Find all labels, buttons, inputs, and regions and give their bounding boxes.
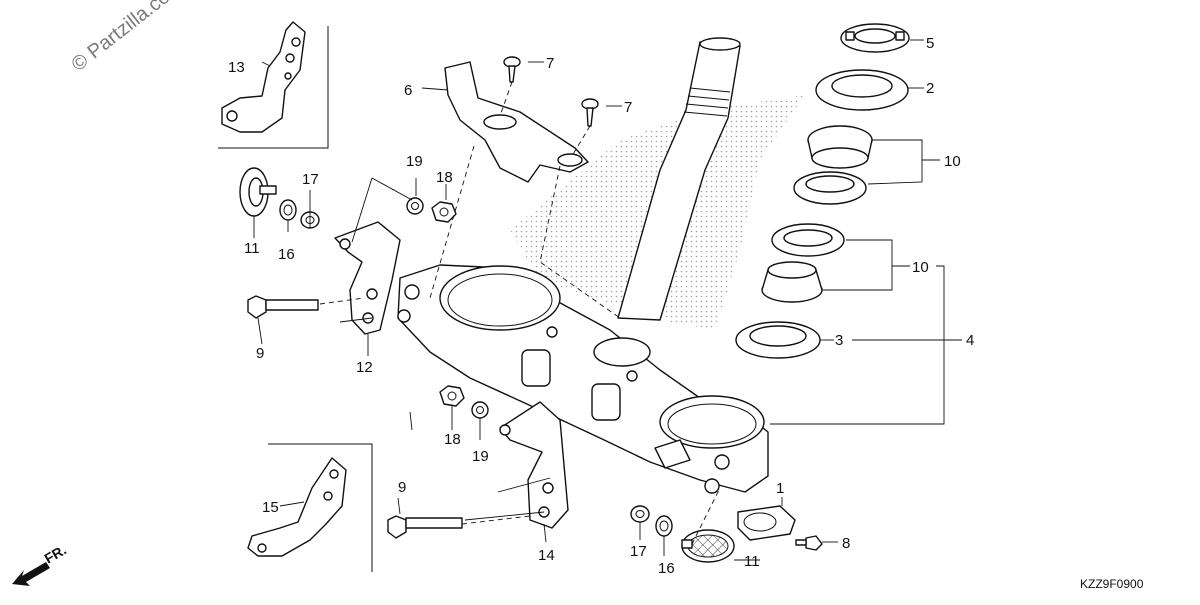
bracket-13 xyxy=(221,21,306,133)
collar-16-lower xyxy=(655,515,673,537)
callout-3: 3 xyxy=(835,332,843,349)
cover-6 xyxy=(444,61,589,183)
callout-labels: 1 2 3 4 5 6 7 7 8 9 9 10 10 11 11 12 13 … xyxy=(228,35,974,577)
nut-5 xyxy=(840,23,910,53)
callout-19b: 19 xyxy=(472,448,489,465)
bolt-9-lower xyxy=(387,515,463,539)
callout-7b: 7 xyxy=(624,99,632,116)
bottom-bridge xyxy=(397,264,769,494)
screw-7b xyxy=(581,98,599,127)
diagram-code: KZZ9F0900 xyxy=(1080,577,1144,591)
cap-11-lower xyxy=(681,529,735,563)
callout-11a: 11 xyxy=(244,240,260,257)
callout-16a: 16 xyxy=(278,246,295,263)
callout-1: 1 xyxy=(776,480,784,497)
callout-2: 2 xyxy=(926,80,934,97)
bearing-10-upper xyxy=(793,125,873,205)
leader-lines xyxy=(253,39,962,561)
bracket-12 xyxy=(334,221,401,335)
callout-9b: 9 xyxy=(398,479,406,496)
front-arrow-icon xyxy=(12,562,50,586)
nut-18-lower xyxy=(439,385,465,407)
seal-3 xyxy=(735,321,821,359)
screw-7a xyxy=(503,56,521,83)
bearing-10-lower xyxy=(761,223,845,303)
watermark-text: © Partzilla.com xyxy=(68,0,188,76)
callout-18a: 18 xyxy=(436,169,453,186)
washer-19-lower xyxy=(471,401,489,419)
collar-16-upper xyxy=(279,199,297,221)
callout-17b: 17 xyxy=(630,543,647,560)
bolt-9-upper xyxy=(247,295,319,319)
callout-17a: 17 xyxy=(302,171,319,188)
washer-2 xyxy=(815,69,909,111)
cap-11-upper xyxy=(239,167,277,217)
callout-11b: 11 xyxy=(744,553,760,570)
front-arrow: FR. xyxy=(12,541,69,586)
washer-17-lower xyxy=(630,505,650,523)
bracket-15 xyxy=(247,457,347,557)
callout-19a: 19 xyxy=(406,153,423,170)
callout-18b: 18 xyxy=(444,431,461,448)
inset-box-13 xyxy=(218,21,329,149)
callout-14: 14 xyxy=(538,547,555,564)
callout-10b: 10 xyxy=(912,259,929,276)
nut-18-upper xyxy=(431,201,457,223)
steering-stem xyxy=(617,37,741,321)
callout-6: 6 xyxy=(404,82,412,99)
callout-9a: 9 xyxy=(256,345,264,362)
washer-19-upper xyxy=(406,197,424,215)
clamp-1 xyxy=(737,505,796,541)
callout-10a: 10 xyxy=(944,153,961,170)
callout-12: 12 xyxy=(356,359,373,376)
callout-4: 4 xyxy=(966,332,974,349)
inset-box-15 xyxy=(247,443,373,572)
bracket-14 xyxy=(499,401,569,529)
callout-5: 5 xyxy=(926,35,934,52)
bolt-8 xyxy=(795,535,823,551)
callout-7a: 7 xyxy=(546,55,554,72)
callout-13: 13 xyxy=(228,59,245,76)
callout-16b: 16 xyxy=(658,560,675,577)
callout-8: 8 xyxy=(842,535,850,552)
callout-15: 15 xyxy=(262,499,279,516)
